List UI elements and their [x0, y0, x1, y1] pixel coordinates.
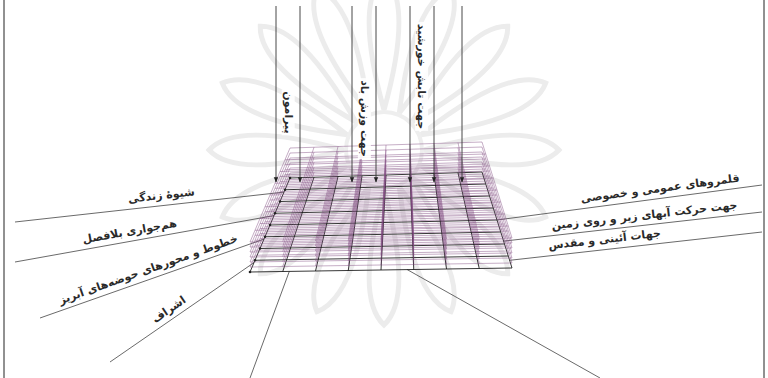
- direction-arrow: [300, 6, 301, 182]
- grid-tick: [284, 188, 287, 191]
- grid-line: [434, 144, 447, 240]
- direction-arrow: [376, 6, 377, 182]
- grid-line: [434, 164, 447, 260]
- grid-line: [250, 268, 512, 272]
- grid-line: [255, 226, 508, 230]
- grid-tick: [249, 271, 252, 274]
- grid-tick: [289, 177, 292, 180]
- grid-tick: [269, 224, 272, 227]
- direction-arrow: [434, 6, 435, 182]
- axis-line: [250, 271, 289, 378]
- grid-line: [434, 154, 447, 250]
- grid-tick: [274, 212, 277, 215]
- grid-tick: [254, 259, 257, 262]
- grid-line: [260, 214, 505, 219]
- grid-tick: [264, 235, 267, 238]
- grid-line: [250, 238, 512, 242]
- watermark-logo: [209, 0, 559, 325]
- axis-label: جهت تابش خورشید: [415, 21, 428, 130]
- grid-line: [250, 243, 512, 247]
- grid-line: [250, 248, 512, 252]
- grid-line: [270, 190, 497, 195]
- vertical-arrows: [276, 6, 462, 182]
- grid-line: [434, 174, 447, 270]
- axis-lines: [15, 185, 762, 378]
- grid-line: [458, 143, 479, 239]
- grid-line: [410, 144, 414, 239]
- grid-line: [482, 147, 512, 243]
- watermark-petal: [421, 80, 546, 135]
- grid-line: [434, 149, 447, 245]
- grid-tick: [279, 200, 282, 203]
- grid-line: [434, 169, 447, 265]
- grid-line: [434, 159, 447, 255]
- frame-line: [764, 0, 765, 378]
- watermark-petal: [369, 0, 399, 110]
- axis-label: جهت حرکت آبهای زیر و روی زمین: [549, 198, 740, 232]
- direction-arrow: [410, 6, 411, 182]
- watermark-petal: [209, 135, 344, 165]
- grid-tick: [259, 247, 262, 250]
- frame-line: [4, 0, 5, 378]
- axis-label: پیرامون: [282, 89, 295, 135]
- axis-line: [407, 270, 600, 378]
- grid-line: [250, 263, 512, 267]
- grid-line: [250, 258, 512, 262]
- grid-line: [458, 148, 479, 244]
- grid-line: [265, 202, 501, 207]
- layer-grid: [249, 142, 512, 273]
- direction-arrow: [276, 6, 277, 182]
- grid-line: [482, 142, 512, 238]
- axis-label: هم‌جواری بلافصل: [80, 216, 180, 246]
- direction-arrow: [462, 6, 463, 182]
- direction-arrow: [352, 6, 353, 182]
- grid-line: [250, 253, 512, 257]
- axis-label: جهت وزش باد: [358, 78, 371, 159]
